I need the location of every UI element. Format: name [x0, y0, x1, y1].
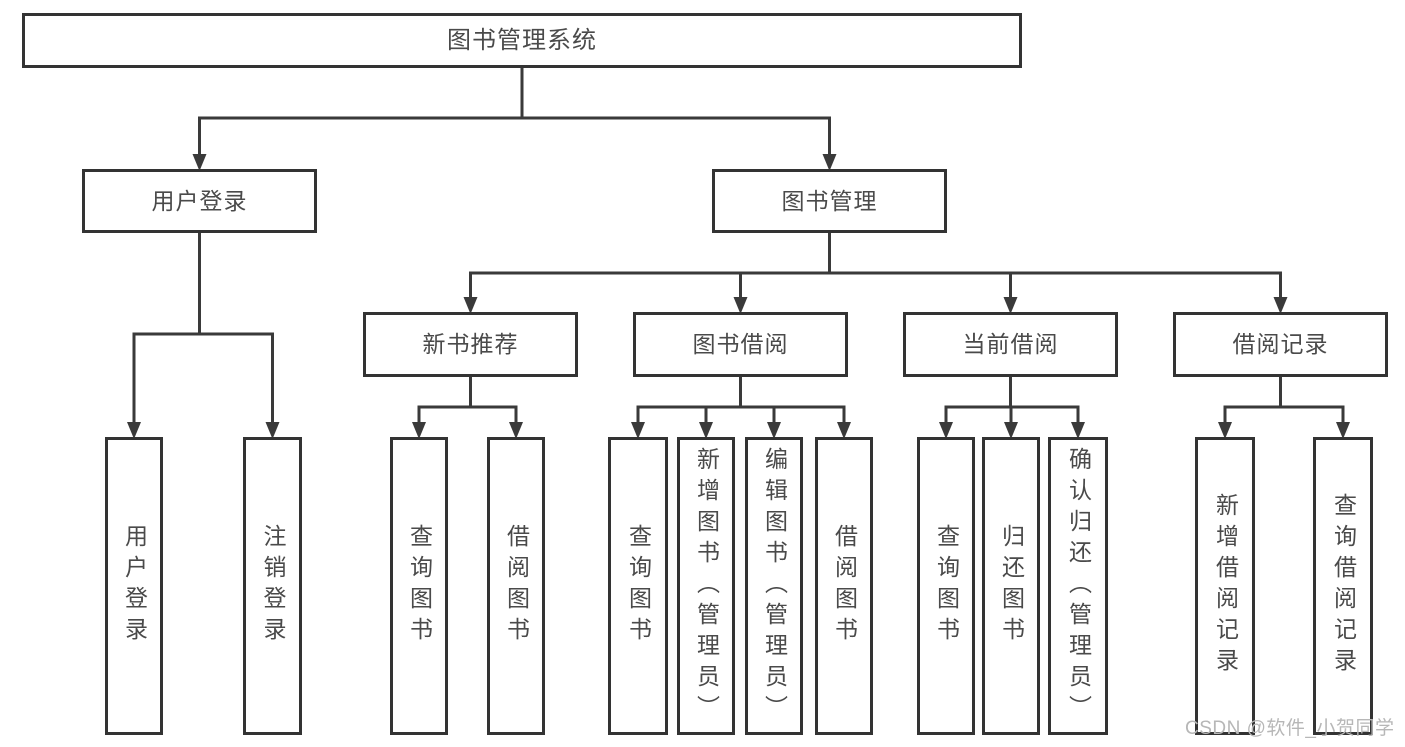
node-label: 用户登录 [121, 524, 148, 648]
node-label: 当前借阅 [962, 331, 1059, 357]
node-label: 查询图书 [625, 524, 652, 648]
node-root: 图书管理系统 [22, 13, 1022, 68]
node-label: 查询图书 [933, 524, 960, 648]
node-label: 归还图书 [998, 524, 1025, 648]
node-bb-borrow: 借阅图书 [815, 437, 873, 735]
node-cb-query: 查询图书 [917, 437, 975, 735]
node-current-borrow: 当前借阅 [903, 312, 1118, 377]
node-logout: 注销登录 [243, 437, 302, 735]
node-label: 编辑图书（管理员） [761, 446, 788, 726]
node-nbr-borrow: 借阅图书 [487, 437, 545, 735]
node-label: 新书推荐 [422, 331, 519, 357]
node-new-book-rec: 新书推荐 [363, 312, 578, 377]
node-label: 借阅记录 [1232, 331, 1329, 357]
node-label: 查询借阅记录 [1330, 493, 1357, 679]
node-book-borrow: 图书借阅 [633, 312, 848, 377]
node-label: 图书借阅 [692, 331, 789, 357]
node-label: 新增借阅记录 [1212, 493, 1239, 679]
node-login: 用户登录 [105, 437, 163, 735]
node-label: 确认归还（管理员） [1065, 446, 1092, 726]
node-label: 新增图书（管理员） [693, 446, 720, 726]
node-label: 图书管理系统 [447, 26, 597, 54]
node-cb-confirm: 确认归还（管理员） [1048, 437, 1108, 735]
node-book-mgmt: 图书管理 [712, 169, 947, 233]
node-nbr-query: 查询图书 [390, 437, 448, 735]
node-bb-add: 新增图书（管理员） [677, 437, 735, 735]
node-label: 借阅图书 [503, 524, 530, 648]
watermark-text: CSDN @软件_小贺同学 [1185, 718, 1395, 739]
node-br-query: 查询借阅记录 [1313, 437, 1373, 735]
node-bb-query: 查询图书 [608, 437, 668, 735]
node-user-login: 用户登录 [82, 169, 317, 233]
node-label: 查询图书 [406, 524, 433, 648]
node-br-add: 新增借阅记录 [1195, 437, 1255, 735]
node-label: 图书管理 [781, 187, 878, 214]
node-label: 用户登录 [151, 187, 248, 214]
node-bb-edit: 编辑图书（管理员） [745, 437, 803, 735]
node-cb-return: 归还图书 [982, 437, 1040, 735]
node-label: 注销登录 [260, 524, 286, 648]
node-label: 借阅图书 [831, 524, 858, 648]
node-borrow-records: 借阅记录 [1173, 312, 1388, 377]
